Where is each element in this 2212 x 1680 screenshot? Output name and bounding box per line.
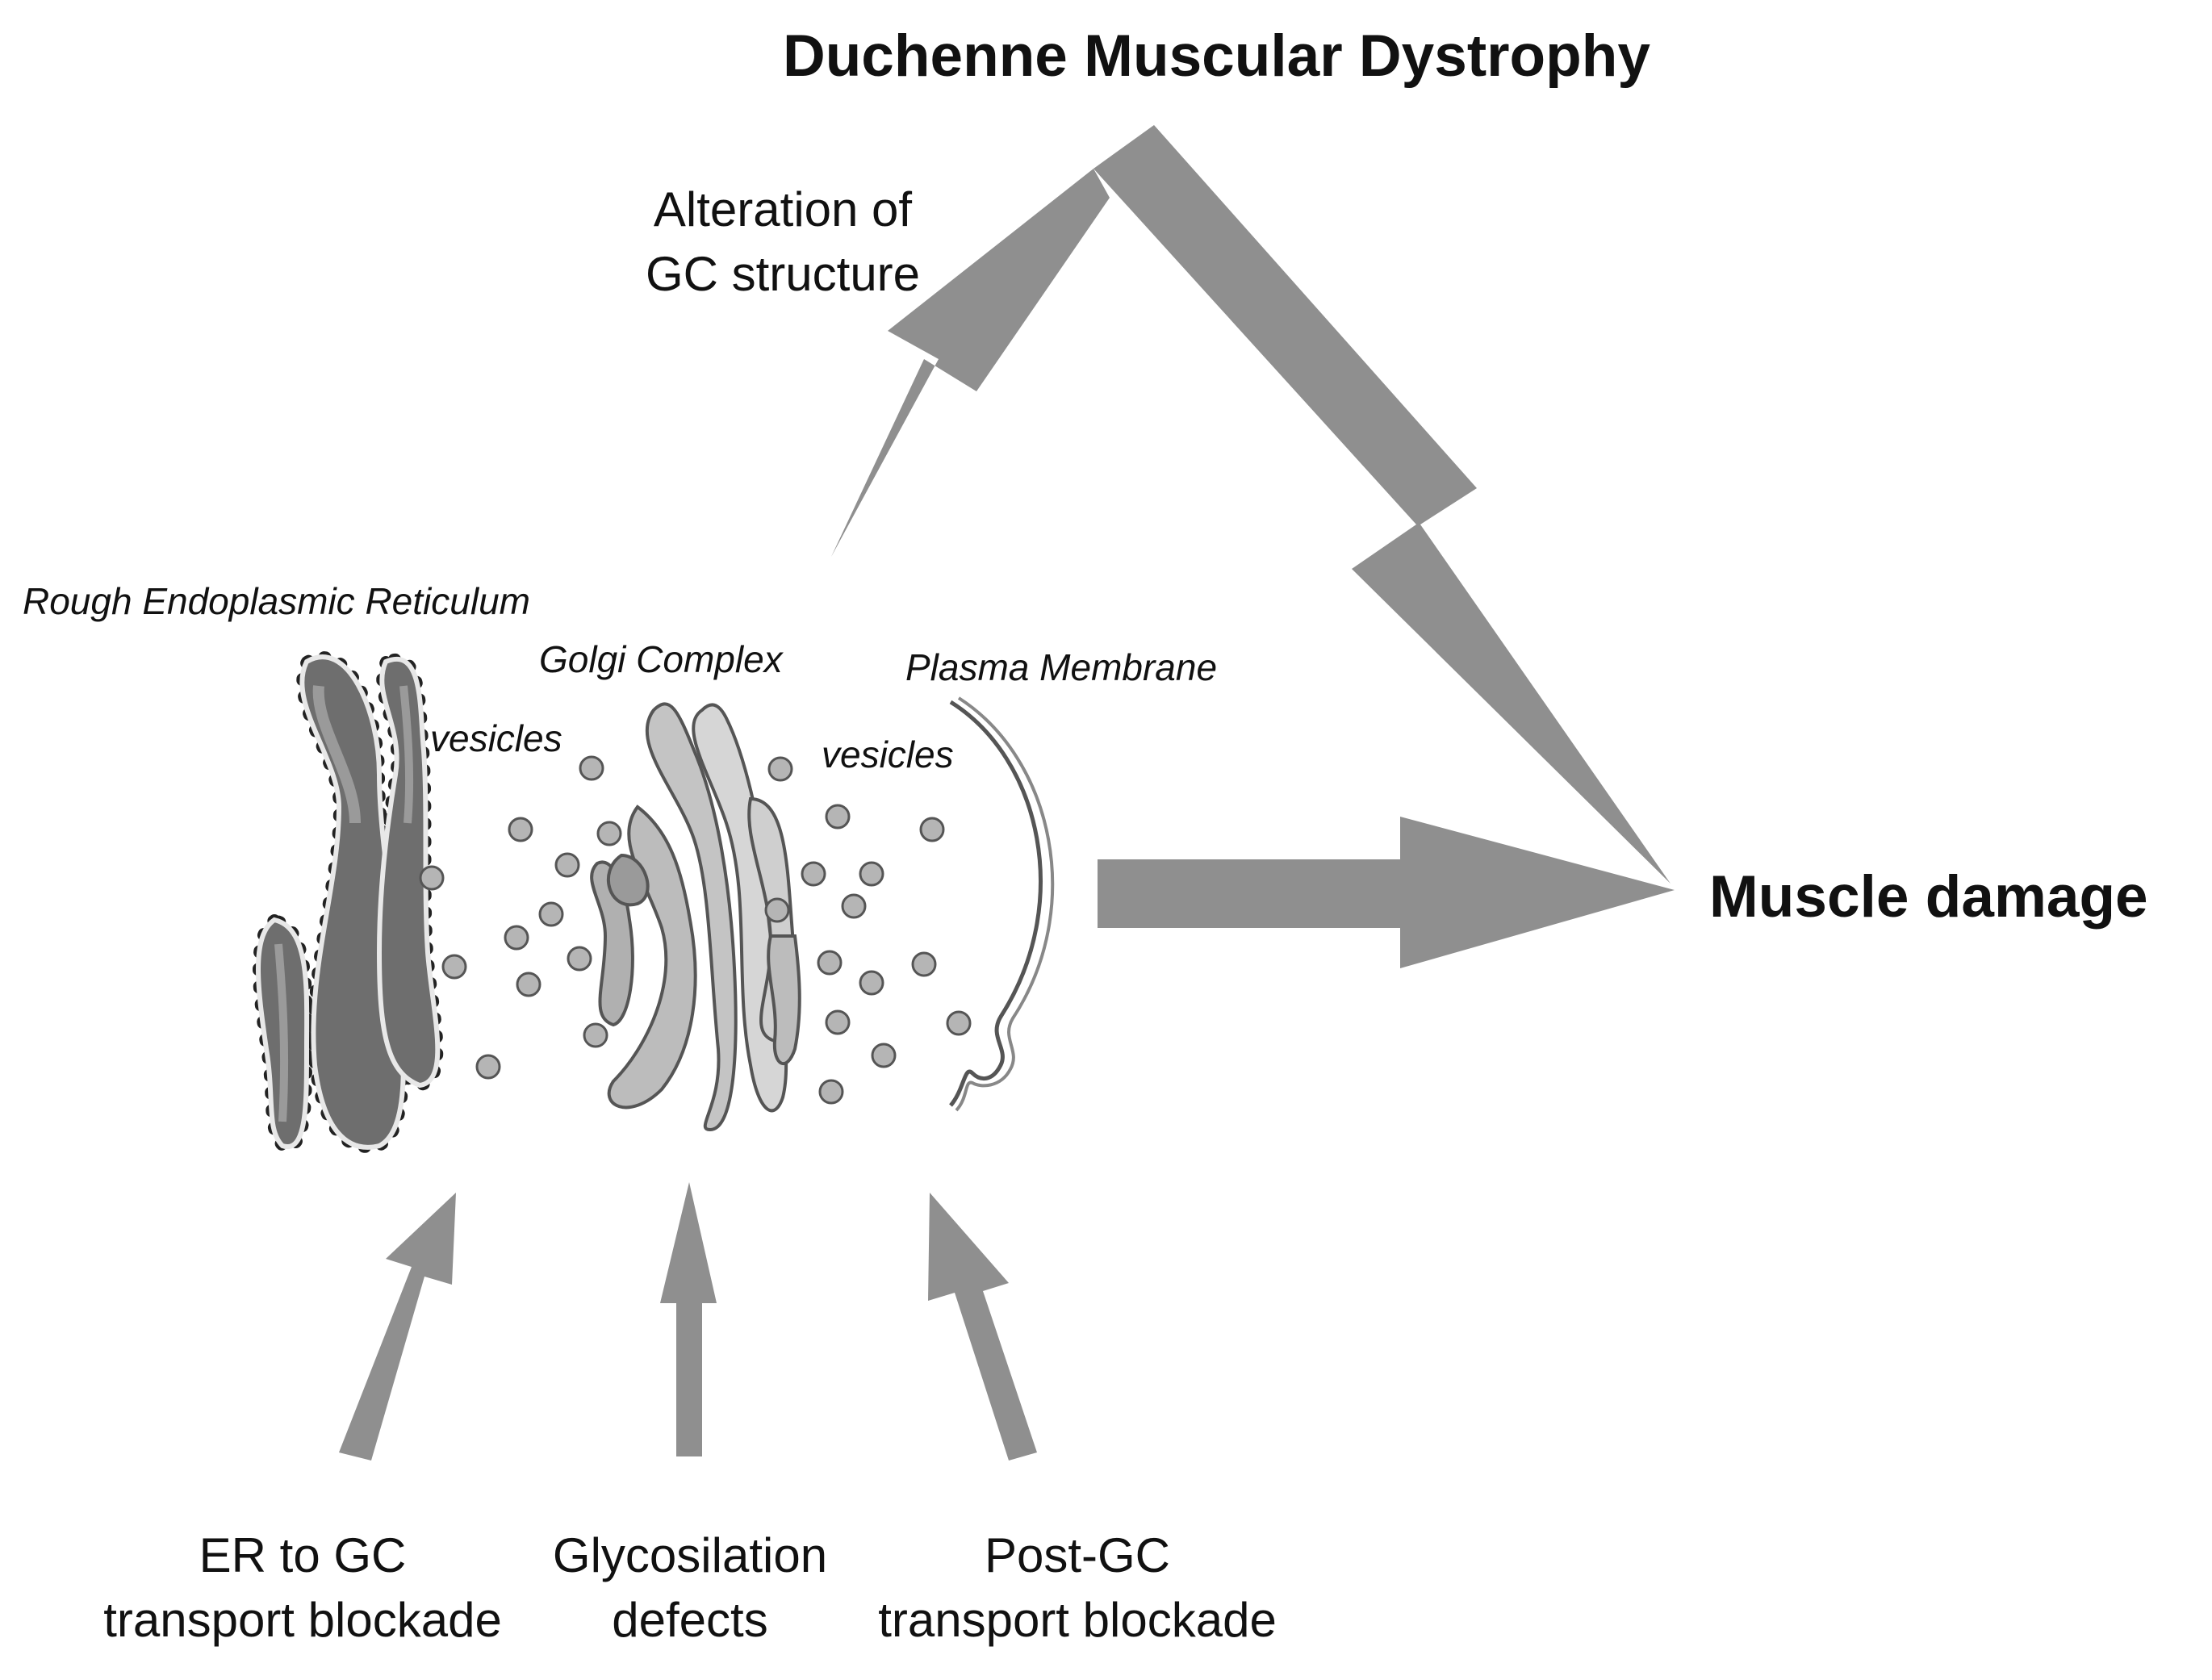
plasma-membrane-illustration [949, 696, 1055, 1112]
cause-er-to-gc: ER to GC transport blockade [56, 1523, 549, 1653]
vesicles-label-left: vesicles [430, 717, 562, 759]
arrow-dmd-to-muscle-damage [1093, 125, 1670, 884]
alteration-line-1: Alteration of [653, 182, 913, 236]
golgi-complex-illustration [590, 702, 801, 1132]
vesicles-illustration [419, 755, 972, 1105]
alteration-line-2: GC structure [645, 247, 921, 301]
cause-line-2: transport blockade [103, 1593, 502, 1647]
vesicles-label-right: vesicles [822, 733, 954, 775]
arrow-cell-to-muscle-damage [1098, 817, 1675, 968]
main-arrows [339, 125, 1675, 1461]
golgi-label: Golgi Complex [539, 638, 783, 680]
cause-line-2: transport blockade [878, 1593, 1277, 1647]
plasma-membrane-label: Plasma Membrane [905, 646, 1218, 688]
alteration-label: Alteration of GC structure [613, 178, 952, 307]
arrow-er-to-gc-blockade [339, 1193, 456, 1461]
cause-glycosilation: Glycosilation defects [476, 1523, 904, 1653]
cause-post-gc: Post-GC transport blockade [831, 1523, 1323, 1653]
diagram-title: Duchenne Muscular Dystrophy [783, 23, 1650, 89]
arrow-dmd-to-golgi [831, 169, 1110, 557]
cause-line-1: Glycosilation [552, 1528, 828, 1582]
cause-line-2: defects [612, 1593, 768, 1647]
arrow-glycosilation-defects [660, 1182, 717, 1456]
arrow-post-gc-blockade [928, 1193, 1037, 1461]
cause-line-1: Post-GC [984, 1528, 1171, 1582]
rer-label: Rough Endoplasmic Reticulum [23, 580, 530, 622]
cause-line-1: ER to GC [199, 1528, 407, 1582]
rough-er-illustration [253, 651, 444, 1153]
muscle-damage-label: Muscle damage [1709, 864, 2148, 930]
